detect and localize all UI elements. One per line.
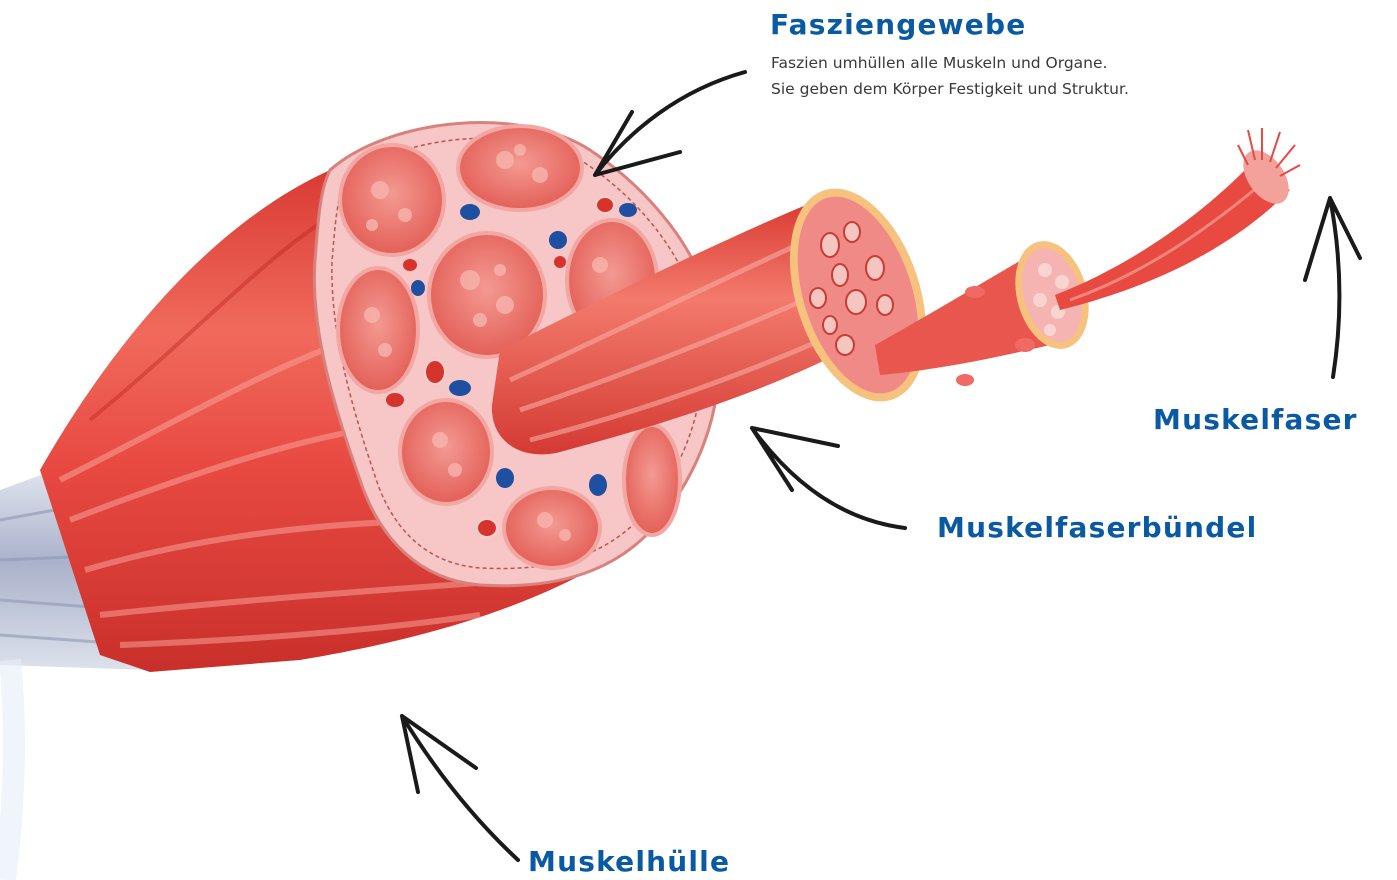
label-fasziengewebe-title: Fasziengewebe [770,8,1026,41]
label-fasziengewebe-line2: Sie geben dem Körper Festigkeit und Stru… [771,78,1129,101]
arrow-muskelfaserbuendel [752,428,905,528]
label-fasziengewebe-line1: Faszien umhüllen alle Muskeln und Organe… [771,52,1107,75]
arrow-muskelhuelle [402,716,518,860]
myofibril [1055,128,1300,310]
arrow-muskelfaser [1305,198,1360,377]
label-muskelfaserbuendel: Muskelfaserbündel [937,511,1257,544]
arrow-fasziengewebe [595,72,745,175]
label-muskelfaser: Muskelfaser [1153,403,1358,436]
label-muskelhuelle: Muskelhülle [528,845,730,878]
